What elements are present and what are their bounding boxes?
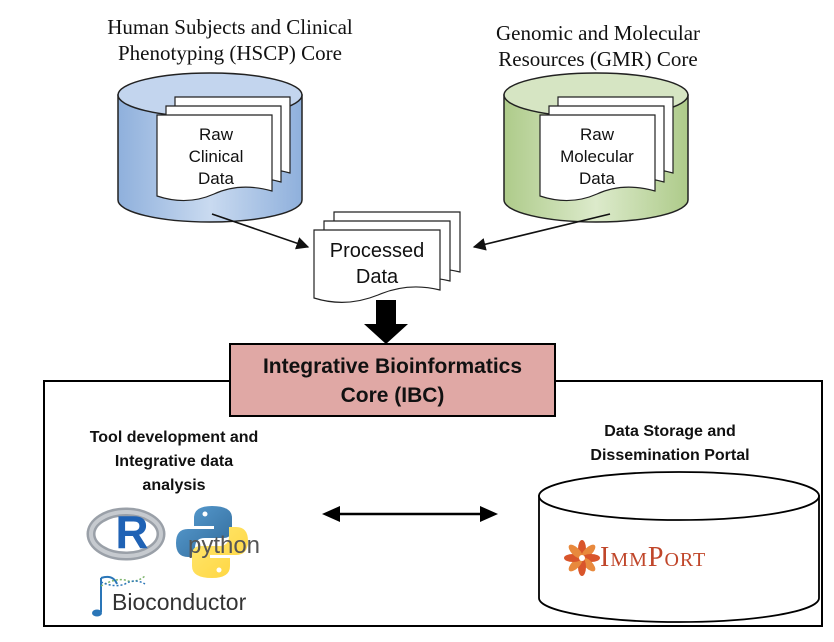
arrow-hscp-to-processed (211, 213, 310, 250)
r-logo-letter: R (115, 506, 149, 558)
gmr-title-line1: Genomic and Molecular (495, 21, 701, 45)
processed-data-label: Processed Data (316, 238, 438, 290)
raw-clinical-line3: Data (198, 169, 234, 188)
storage-heading-line1: Data Storage and (604, 423, 736, 440)
python-logo-icon (176, 506, 248, 578)
processed-line2: Data (355, 266, 399, 288)
processed-line1: Processed (329, 240, 425, 262)
raw-clinical-label: Raw Clinical Data (160, 124, 272, 190)
bioconductor-icon (92, 575, 146, 617)
raw-molecular-line1: Raw (579, 125, 614, 144)
raw-clinical-line1: Raw (198, 125, 233, 144)
hscp-title-line1: Human Subjects and Clinical (107, 15, 353, 39)
bioconductor-logo-text: Bioconductor (112, 589, 247, 615)
immport-flower-icon (564, 540, 600, 576)
hscp-title-line2: Phenotyping (HSCP) Core (117, 41, 342, 65)
ibc-title-box (229, 343, 556, 417)
raw-clinical-doc-stack (156, 96, 291, 202)
raw-clinical-line2: Clinical (188, 147, 244, 166)
raw-molecular-line3: Data (579, 169, 615, 188)
tools-heading-line2: Integrative data (114, 453, 234, 470)
tools-heading: Tool development and Integrative data an… (58, 426, 290, 498)
storage-cylinder (538, 471, 820, 623)
double-arrow (322, 506, 498, 522)
gmr-title-line2: Resources (GMR) Core (498, 47, 698, 71)
raw-molecular-line2: Molecular (560, 147, 634, 166)
processed-doc-stack (313, 211, 461, 303)
ibc-title: Integrative Bioinformatics Core (IBC) (230, 352, 555, 410)
storage-heading-line2: Dissemination Portal (590, 447, 750, 464)
raw-molecular-doc-stack (539, 96, 674, 202)
gmr-title: Genomic and Molecular Resources (GMR) Co… (460, 20, 736, 72)
tools-heading-line3: analysis (142, 477, 206, 494)
arrow-gmr-to-processed (472, 213, 611, 251)
r-logo-icon (86, 507, 166, 561)
ibc-title-line1: Integrative Bioinformatics (262, 355, 523, 378)
immport-logo-text: ImmPort (600, 542, 707, 573)
hscp-title: Human Subjects and Clinical Phenotyping … (80, 14, 380, 66)
storage-heading: Data Storage and Dissemination Portal (560, 420, 780, 468)
tools-heading-line1: Tool development and (89, 429, 259, 446)
arrow-processed-to-ibc (364, 300, 408, 344)
raw-molecular-label: Raw Molecular Data (541, 124, 653, 190)
python-logo-text: python (187, 532, 261, 559)
ibc-title-line2: Core (IBC) (340, 384, 445, 407)
